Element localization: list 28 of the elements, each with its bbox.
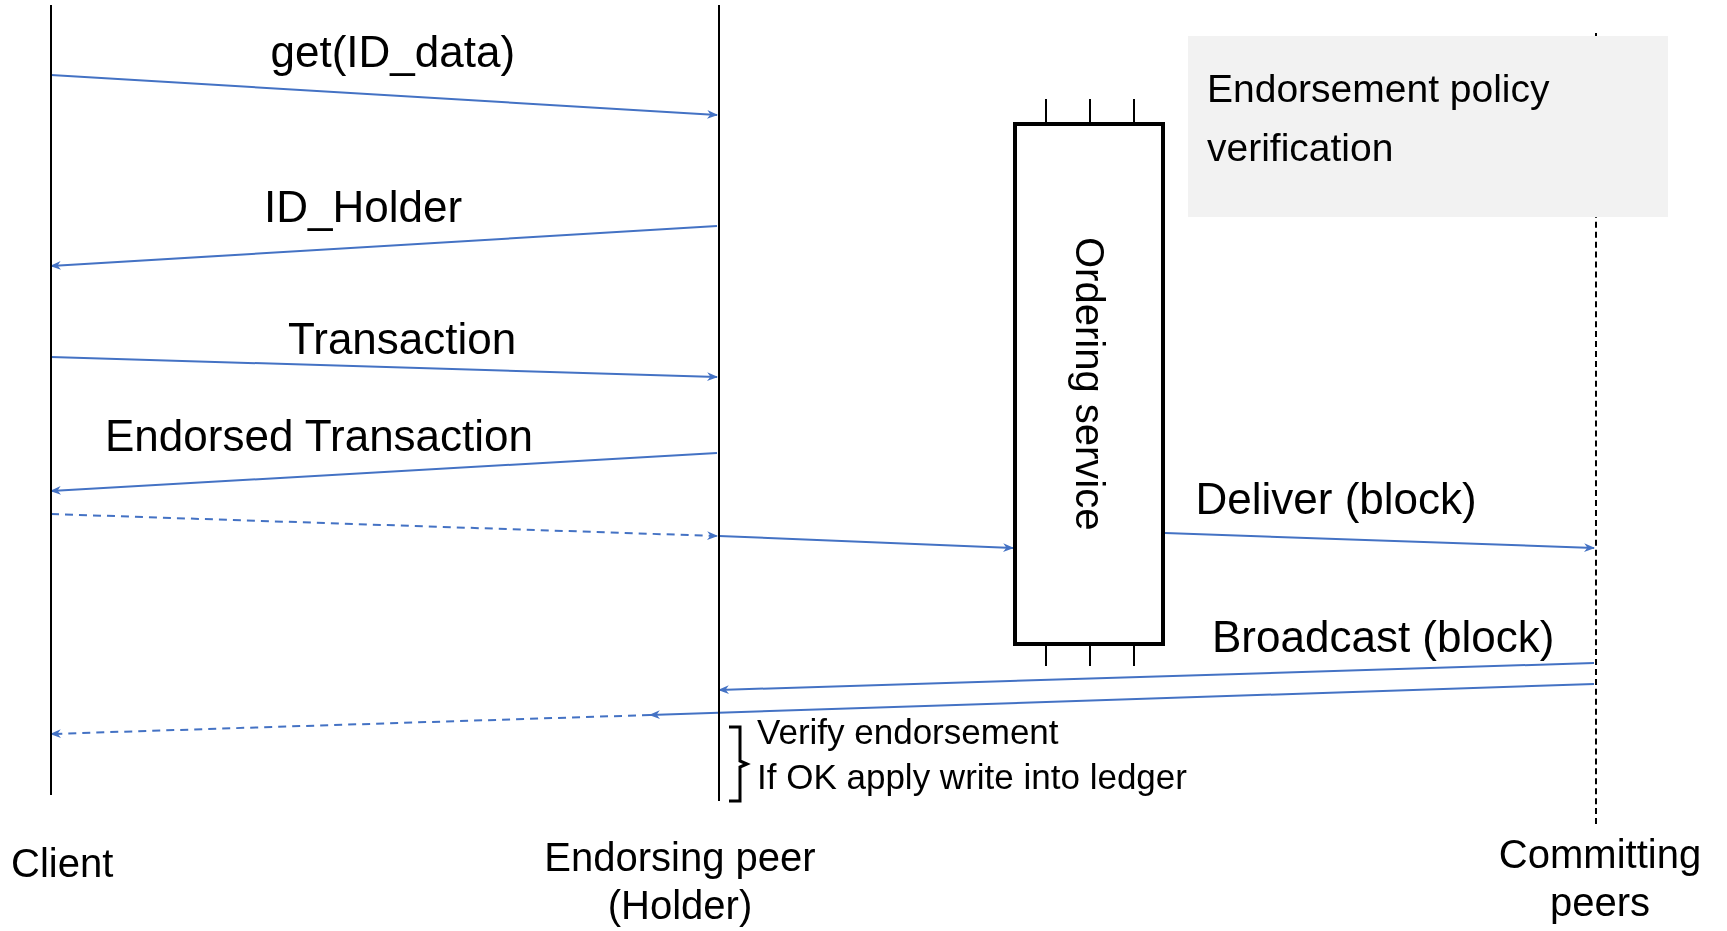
arrow: [718, 535, 1015, 552]
arrow: [717, 662, 1595, 695]
participant-label: Client: [11, 841, 114, 885]
edge-label: get(ID_data): [270, 28, 516, 77]
edge-label: ID_Holder: [264, 183, 463, 232]
note-text: If OK apply write into ledger: [757, 757, 1187, 796]
dashed-arrow: [50, 513, 719, 541]
participant-label: Committing peers: [1497, 831, 1703, 926]
arrow: [50, 74, 719, 119]
lifeline: [718, 5, 720, 801]
participant-label: Endorsing peer (Holder): [543, 834, 817, 929]
edge-label: Endorsed Transaction: [105, 412, 534, 461]
lifeline: [50, 5, 52, 795]
arrow: [648, 683, 1595, 720]
arrow: [50, 356, 719, 382]
arrow: [49, 225, 718, 270]
note-panel: [1188, 36, 1668, 217]
lifeline: [1595, 33, 1597, 824]
arrow: [1164, 532, 1596, 553]
note-text: Endorsement policy verification: [1206, 66, 1551, 171]
box-label: Ordering service: [1066, 237, 1112, 531]
ordering-box: [1013, 122, 1165, 646]
note-text: Verify endorsement: [757, 712, 1059, 751]
edge-label: Broadcast (block): [1212, 613, 1555, 662]
arrow: [49, 452, 718, 495]
dashed-arrow: [49, 714, 651, 739]
edge-label: Deliver (block): [1195, 475, 1477, 524]
edge-label: Transaction: [288, 315, 517, 364]
